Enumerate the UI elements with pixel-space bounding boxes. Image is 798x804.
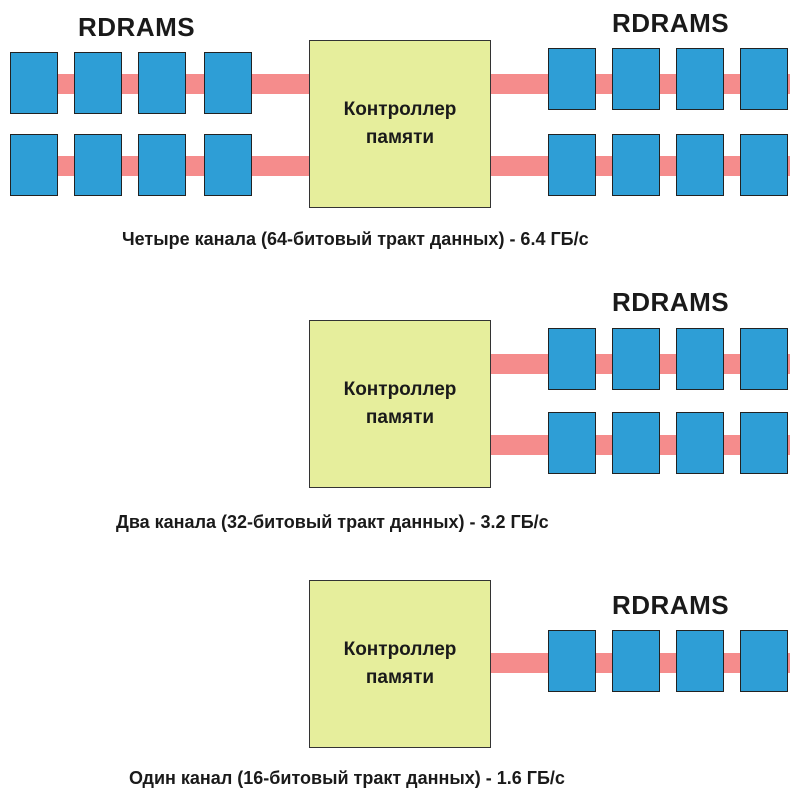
- rdram-chip: [10, 52, 58, 114]
- rdram-chip: [74, 52, 122, 114]
- rdram-chip: [548, 412, 596, 474]
- memory-controller-label: Контроллер памяти: [343, 639, 457, 688]
- memory-controller: Контроллер памяти: [309, 40, 491, 208]
- rdram-chip: [740, 134, 788, 196]
- rdram-chip: [740, 630, 788, 692]
- rdram-chip: [612, 134, 660, 196]
- rdram-chip: [676, 412, 724, 474]
- rdram-chip: [676, 328, 724, 390]
- rdrams-label-right: RDRAMS: [612, 590, 730, 620]
- memory-controller-label: Контроллер памяти: [343, 99, 457, 148]
- rdrams-label-right: RDRAMS: [612, 8, 730, 38]
- rdram-chip: [548, 48, 596, 110]
- memory-controller: Контроллер памяти: [309, 320, 491, 488]
- rdram-chip: [10, 134, 58, 196]
- rdram-chip: [676, 48, 724, 110]
- rdram-chip: [740, 48, 788, 110]
- rdram-chip: [204, 52, 252, 114]
- rdram-chip: [548, 134, 596, 196]
- rdram-chip: [612, 412, 660, 474]
- rdram-chip: [204, 134, 252, 196]
- rdram-chip: [676, 630, 724, 692]
- memory-controller-label: Контроллер памяти: [343, 379, 457, 428]
- rdrams-label-right: RDRAMS: [612, 287, 730, 317]
- section-caption: Четыре канала (64-битовый тракт данных) …: [122, 229, 589, 249]
- rdram-chip: [612, 630, 660, 692]
- rdram-chip: [612, 328, 660, 390]
- rdram-chip: [740, 328, 788, 390]
- rdram-chip: [74, 134, 122, 196]
- section-caption: Два канала (32-битовый тракт данных) - 3…: [116, 512, 549, 532]
- rdram-chip: [138, 52, 186, 114]
- rdram-chip: [740, 412, 788, 474]
- rdram-chip: [612, 48, 660, 110]
- memory-controller: Контроллер памяти: [309, 580, 491, 748]
- rdrams-label-left: RDRAMS: [78, 12, 196, 42]
- rdram-chip: [548, 630, 596, 692]
- rdram-chip: [138, 134, 186, 196]
- rdram-chip: [676, 134, 724, 196]
- section-caption: Один канал (16-битовый тракт данных) - 1…: [129, 768, 565, 788]
- rdram-chip: [548, 328, 596, 390]
